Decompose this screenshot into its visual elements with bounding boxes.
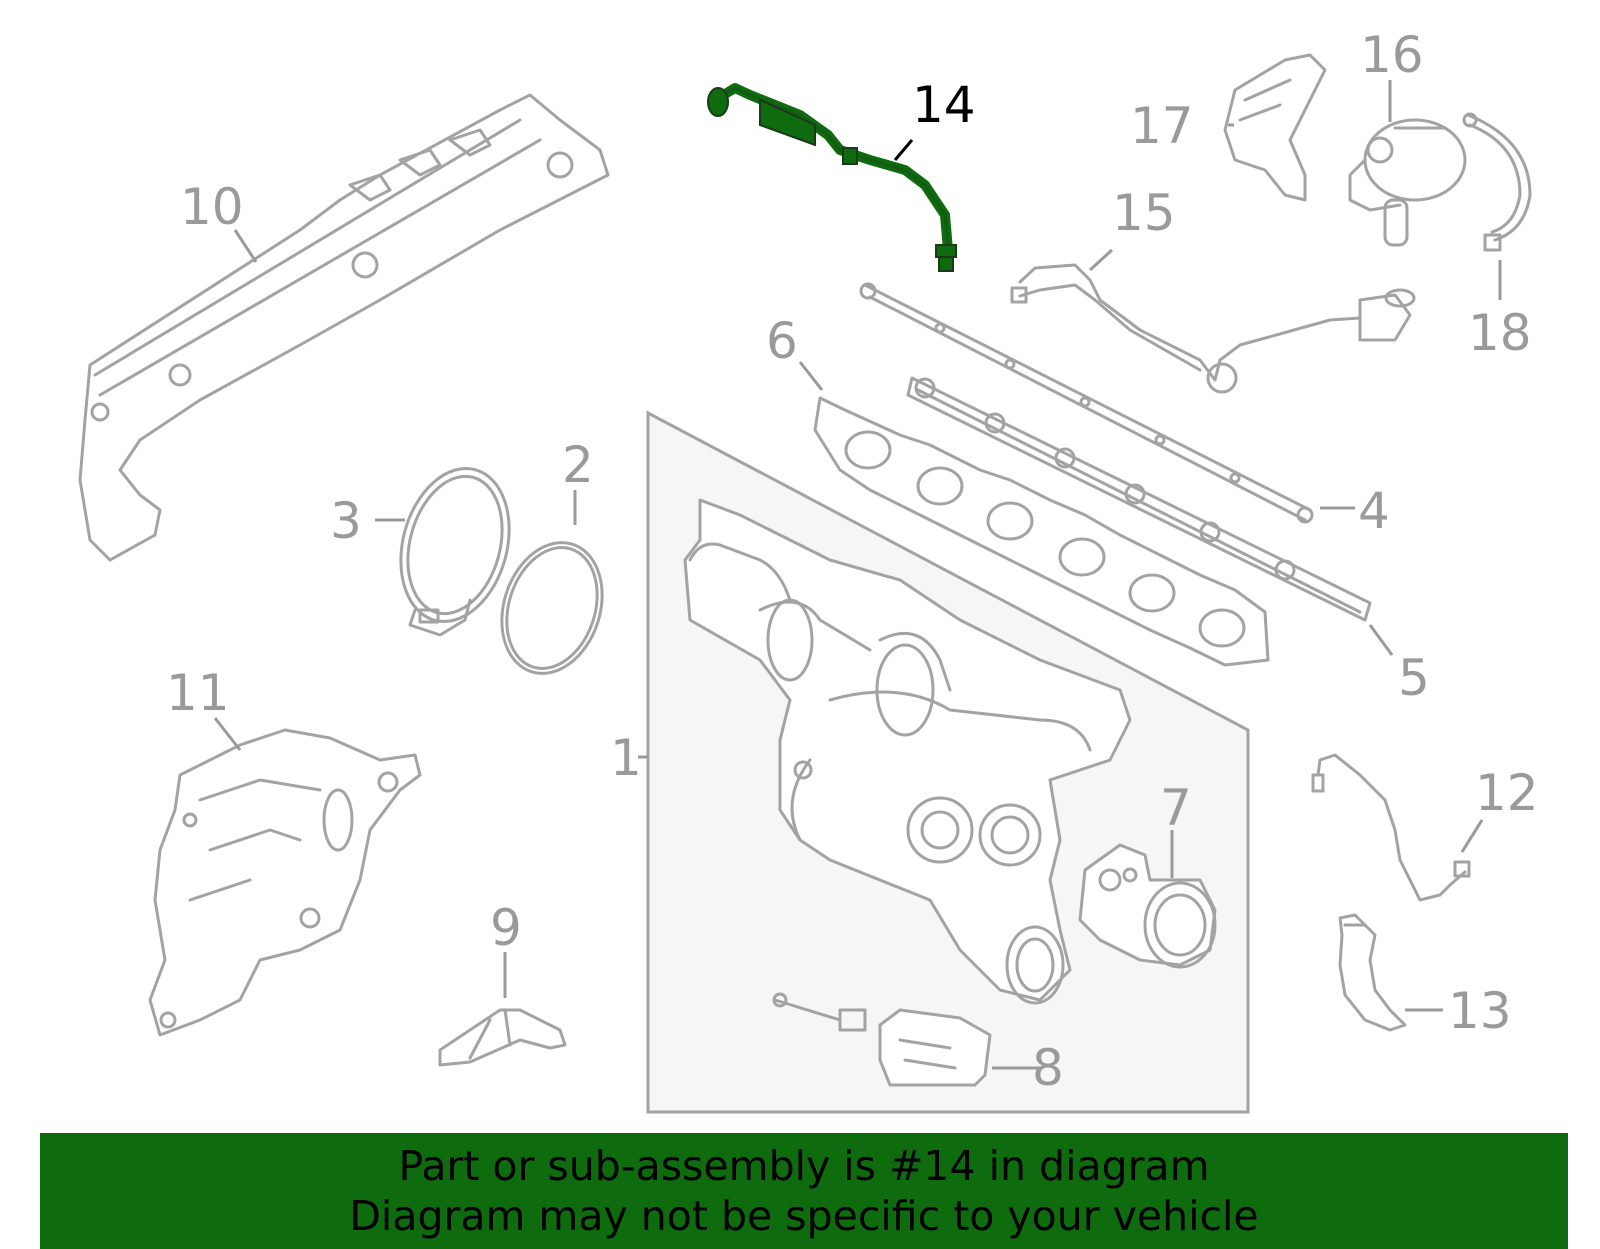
callout-16: 16	[1360, 26, 1424, 84]
callout-18: 18	[1468, 304, 1532, 362]
callout-1: 1	[610, 729, 642, 787]
callout-9: 9	[490, 899, 522, 957]
callout-2: 2	[562, 436, 594, 494]
throttle-body[interactable]	[1078, 843, 1217, 969]
leader-lines	[213, 80, 1502, 1070]
gasket-ring[interactable]	[486, 529, 619, 686]
callout-13: 13	[1448, 982, 1512, 1040]
callout-6: 6	[766, 312, 798, 370]
banner-part-note: Part or sub-assembly is #14 in diagram	[398, 1142, 1210, 1190]
electric-water-pump[interactable]	[1348, 118, 1467, 247]
callout-12: 12	[1475, 764, 1539, 822]
pump-clamp-strap[interactable]	[1462, 112, 1532, 252]
coolant-pipe[interactable]	[1010, 263, 1416, 394]
callout-labels: 1 2 3 4 5 6 7 8 9 10 11 12 13 14 15 16 1…	[166, 26, 1539, 1097]
heat-shield-upper[interactable]	[78, 93, 610, 562]
gasket-plate[interactable]	[906, 376, 1372, 622]
sensor-line[interactable]	[1311, 753, 1471, 902]
callout-4: 4	[1358, 482, 1390, 540]
callout-5: 5	[1398, 649, 1430, 707]
callout-10: 10	[180, 178, 244, 236]
callout-14: 14	[912, 76, 976, 134]
exhaust-manifold-gasket[interactable]	[813, 396, 1270, 667]
wastegate-actuator[interactable]	[772, 992, 992, 1087]
callout-8: 8	[1032, 1039, 1064, 1097]
callout-15: 15	[1112, 184, 1176, 242]
callout-17: 17	[1130, 97, 1194, 155]
mounting-bracket[interactable]	[438, 1008, 567, 1067]
callout-3: 3	[330, 492, 362, 550]
v-band-clamp[interactable]	[385, 456, 526, 637]
turbocharger-manifold[interactable]	[683, 498, 1132, 1005]
gasket-strip-upper[interactable]	[859, 282, 1314, 524]
coolant-hose[interactable]	[1338, 913, 1407, 1032]
banner-disclaimer: Diagram may not be specific to your vehi…	[349, 1192, 1259, 1240]
breather-hose-highlighted[interactable]	[707, 83, 957, 272]
info-banner: Part or sub-assembly is #14 in diagram D…	[40, 1133, 1568, 1249]
callout-7: 7	[1160, 779, 1192, 837]
heat-shield-turbo[interactable]	[148, 728, 422, 1037]
pump-bracket[interactable]	[1223, 53, 1327, 202]
callout-11: 11	[166, 664, 230, 722]
